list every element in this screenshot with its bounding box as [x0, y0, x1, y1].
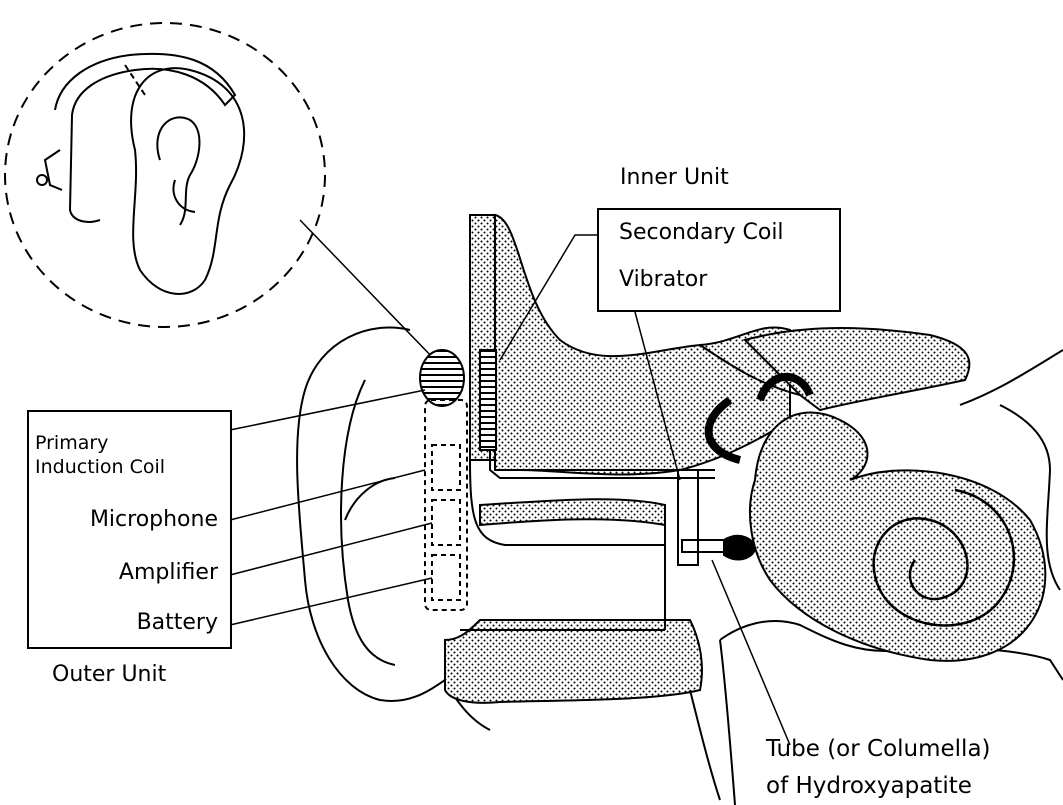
outer-unit-item-amplifier: Amplifier — [119, 560, 218, 586]
magnified-ear-view — [5, 23, 325, 327]
outer-unit-item-induction-coil: Induction Coil — [35, 454, 165, 480]
outer-unit-leaders — [230, 390, 432, 625]
outer-unit-title: Outer Unit — [52, 662, 166, 688]
tube-label-line2: of Hydroxyapatite — [766, 773, 972, 799]
inner-unit-box: Secondary Coil Vibrator — [597, 208, 841, 312]
inner-unit-item-secondary-coil: Secondary Coil — [619, 220, 784, 246]
inner-unit-title: Inner Unit — [620, 165, 729, 191]
outer-unit-item-battery: Battery — [137, 610, 218, 636]
tube-label-line1: Tube (or Columella) — [766, 736, 991, 762]
outer-unit-device — [420, 350, 467, 610]
outer-unit-box: Primary Induction Coil Microphone Amplif… — [27, 410, 232, 649]
outer-unit-item-microphone: Microphone — [90, 507, 218, 533]
magnify-leader-line — [300, 220, 435, 360]
outer-unit-item-primary: Primary — [35, 430, 108, 456]
inner-unit-item-vibrator: Vibrator — [619, 267, 707, 293]
